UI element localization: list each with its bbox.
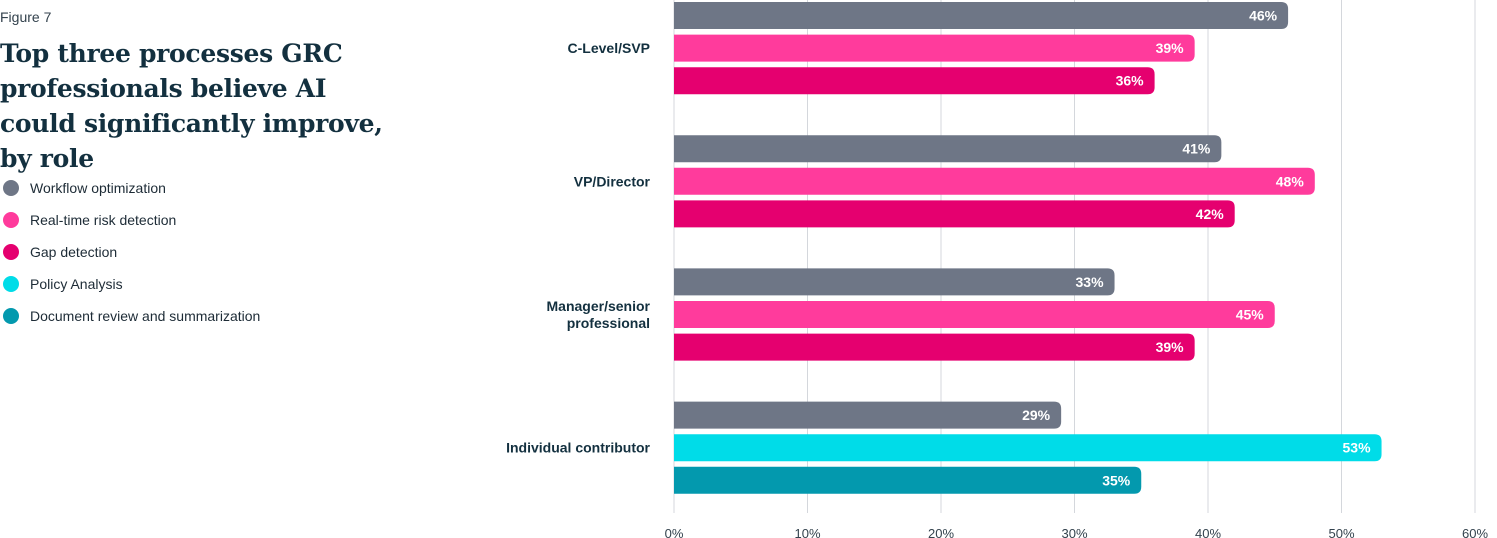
legend-item-real-time-risk-detection: Real-time risk detection [0, 204, 260, 236]
legend-label: Document review and summarization [30, 308, 261, 324]
bar-value-label: 48% [1276, 173, 1305, 189]
bar [674, 301, 1275, 328]
bar [674, 67, 1155, 95]
legend-item-document-review: Document review and summarization [0, 300, 260, 332]
bar-value-label: 29% [1022, 407, 1051, 423]
x-tick-label: 60% [1462, 526, 1488, 538]
legend-label: Real-time risk detection [30, 212, 177, 228]
bar-value-label: 41% [1182, 141, 1211, 157]
legend-swatch [3, 180, 19, 196]
bar-value-label: 35% [1102, 472, 1131, 488]
category-label: VP/Director [574, 173, 651, 189]
legend-swatch [3, 308, 19, 324]
x-tick-label: 30% [1061, 526, 1087, 538]
legend-label: Policy Analysis [30, 276, 123, 292]
bar-group: 29% 53% 35% [674, 401, 1382, 494]
x-tick-label: 0% [665, 526, 684, 538]
legend-swatch [3, 276, 19, 292]
legend-label: Workflow optimization [30, 180, 166, 196]
bar-value-label: 53% [1343, 440, 1372, 456]
bar [674, 333, 1195, 361]
chart-legend: Workflow optimization Real-time risk det… [0, 172, 260, 332]
x-tick-label: 10% [794, 526, 820, 538]
bar-value-label: 33% [1076, 274, 1105, 290]
x-tick-label: 50% [1328, 526, 1354, 538]
category-label: C-Level/SVP [568, 40, 650, 56]
bar-value-label: 46% [1249, 8, 1278, 24]
x-tick-label: 40% [1195, 526, 1221, 538]
bar-value-label: 39% [1156, 339, 1185, 355]
legend-item-gap-detection: Gap detection [0, 236, 260, 268]
bar [674, 135, 1222, 163]
bar-group: 33% 45% 39% [674, 268, 1275, 361]
bar [674, 2, 1289, 29]
legend-label: Gap detection [30, 244, 118, 260]
bar [674, 167, 1315, 195]
legend-swatch [3, 212, 19, 228]
figure-label: Figure 7 [0, 9, 52, 25]
bar [674, 434, 1382, 462]
bar-value-label: 36% [1116, 73, 1145, 89]
legend-swatch [3, 244, 19, 260]
bar-value-label: 39% [1156, 40, 1185, 56]
bar-value-label: 45% [1236, 307, 1265, 323]
bar-group: 46% 39% 36% [674, 2, 1289, 95]
category-label: Manager/senior [547, 298, 651, 314]
legend-item-policy-analysis: Policy Analysis [0, 268, 260, 300]
chart-title: Top three processes GRC professionals be… [0, 39, 383, 173]
category-label: professional [567, 315, 650, 331]
category-label: Individual contributor [506, 440, 650, 456]
bar [674, 401, 1062, 429]
x-tick-label: 20% [928, 526, 954, 538]
legend-item-workflow-optimization: Workflow optimization [0, 172, 260, 204]
bar [674, 200, 1235, 228]
bar-group: 41% 48% 42% [674, 135, 1315, 228]
bar-value-label: 42% [1196, 206, 1225, 222]
bar [674, 34, 1195, 62]
bar [674, 466, 1142, 494]
bar [674, 268, 1115, 296]
